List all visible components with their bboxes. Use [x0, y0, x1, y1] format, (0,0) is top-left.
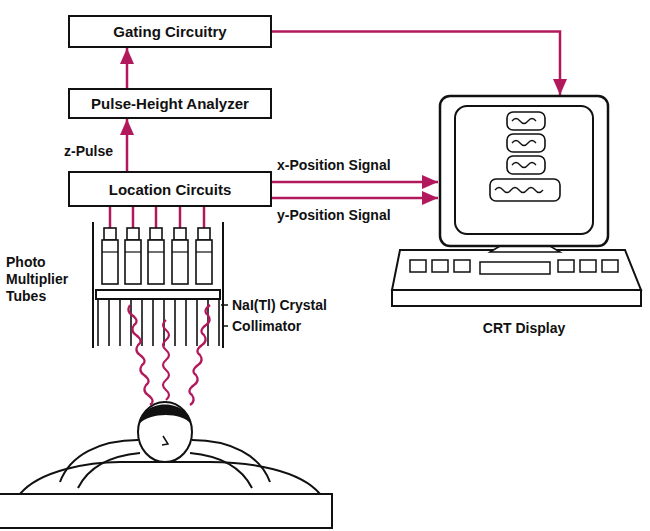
tube-cap — [104, 228, 116, 240]
console-slot — [410, 260, 426, 272]
tube-ring — [196, 251, 212, 252]
signal-connector — [272, 32, 560, 96]
signal-connector — [126, 119, 129, 171]
pmt-tube — [102, 240, 118, 284]
patient-hair — [139, 405, 191, 425]
gamma-ray — [163, 320, 169, 400]
console-slot — [432, 260, 448, 272]
console-slot — [558, 260, 574, 272]
tube-cap — [198, 228, 210, 240]
patient-arm — [78, 453, 140, 488]
wire — [203, 207, 206, 228]
scan-image — [490, 179, 560, 201]
tube-ring — [102, 251, 118, 252]
crt-drawing — [438, 95, 610, 340]
tube-cap — [150, 228, 162, 240]
part-label: Photo Multiplier Tubes — [4, 254, 90, 305]
part-label: Collimator — [230, 318, 303, 335]
tube-ring — [148, 251, 164, 252]
leader-line — [221, 304, 228, 306]
scan-detail — [495, 188, 543, 193]
wire — [132, 207, 135, 228]
signal-label: z-Pulse — [62, 143, 115, 160]
collimator-septum — [174, 300, 176, 346]
tube-cap — [174, 228, 186, 240]
housing-wall — [222, 222, 224, 348]
leader-line — [223, 325, 228, 327]
crt-monitor: CRT Display — [438, 95, 610, 340]
tube-cap — [127, 228, 139, 240]
console-slot — [454, 260, 470, 272]
patient-head — [138, 402, 192, 462]
process-box: Gating Circuitry — [68, 15, 272, 48]
collimator-septum — [152, 300, 154, 346]
patient-nose — [162, 436, 168, 445]
collimator-septum — [108, 300, 110, 346]
scan-image — [507, 156, 545, 174]
pmt-tube — [148, 240, 164, 284]
signal-label: x-Position Signal — [275, 157, 393, 174]
scan-detail — [512, 141, 536, 146]
console-top — [392, 250, 641, 290]
patient-arm — [190, 453, 252, 488]
housing-wall — [92, 222, 94, 348]
patient-torso — [20, 462, 320, 494]
signal-connector — [272, 197, 438, 200]
node-text: CRT Display — [483, 320, 565, 336]
patient-arm — [192, 440, 270, 482]
collimator-septum — [130, 300, 132, 346]
part-label: NaI(Tl) Crystal — [230, 297, 329, 314]
tube-ring — [172, 251, 188, 252]
collimator-septum — [141, 300, 143, 346]
collimator-septum — [185, 300, 187, 346]
exam-table — [0, 494, 332, 528]
scan-image — [507, 112, 545, 130]
process-box: Location Circuits — [68, 171, 272, 207]
pmt-tube — [125, 240, 141, 284]
node-text: Pulse-Height Analyzer — [91, 95, 249, 112]
gamma-ray — [128, 305, 152, 405]
wire — [109, 207, 112, 228]
node-text: Location Circuits — [109, 181, 232, 198]
collimator-septum — [196, 300, 198, 346]
scan-detail — [512, 163, 536, 168]
wire — [155, 207, 158, 228]
monitor-bezel — [440, 96, 608, 246]
wire — [179, 207, 182, 228]
console-slot — [480, 262, 550, 274]
tube-ring — [125, 251, 141, 252]
signal-label: y-Position Signal — [275, 207, 393, 224]
collimator-septum — [97, 300, 99, 346]
nai-crystal — [96, 290, 220, 299]
collimator-septum — [218, 300, 220, 346]
scan-detail — [512, 119, 536, 124]
console-slot — [580, 260, 596, 272]
pmt-tube — [172, 240, 188, 284]
signal-connector — [126, 48, 129, 88]
node-text: Gating Circuitry — [113, 23, 226, 40]
gamma-ray — [189, 305, 210, 405]
console-front — [392, 290, 641, 306]
process-box: Pulse-Height Analyzer — [68, 88, 272, 119]
tube-wires — [110, 207, 204, 228]
console-slot — [602, 260, 618, 272]
pmt-tube — [196, 240, 212, 284]
collimator-septum — [119, 300, 121, 346]
signal-connector — [272, 181, 438, 184]
monitor-screen — [455, 106, 593, 234]
patient-arm — [60, 440, 138, 482]
scan-image — [507, 134, 545, 152]
